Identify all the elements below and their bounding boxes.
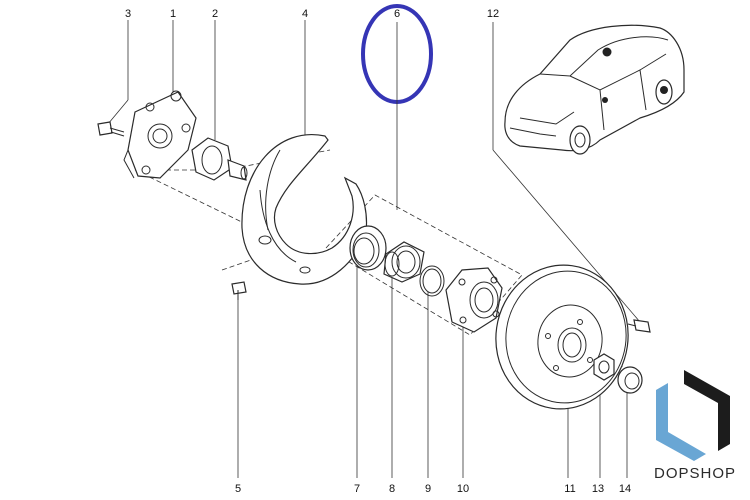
car-hub-marker-rear bbox=[660, 86, 668, 94]
part-axle-stub bbox=[191, 137, 248, 181]
brand-name: DOPSHOP bbox=[654, 465, 736, 482]
callout-1: 1 bbox=[170, 8, 176, 20]
callout-10: 10 bbox=[457, 483, 469, 495]
part-brake-disc bbox=[495, 264, 629, 410]
callout-3: 3 bbox=[125, 8, 131, 20]
callout-7: 7 bbox=[354, 483, 360, 495]
part-brake-shield bbox=[241, 134, 368, 285]
callout-2: 2 bbox=[212, 8, 218, 20]
callout-4: 4 bbox=[302, 8, 308, 20]
car-illustration bbox=[504, 24, 685, 155]
part-bolt-5 bbox=[231, 281, 247, 300]
car-hub-marker-front bbox=[602, 47, 612, 57]
part-seal-ring bbox=[349, 225, 387, 271]
part-hub bbox=[445, 267, 503, 333]
callout-9: 9 bbox=[425, 483, 431, 495]
logo-dark-bracket bbox=[684, 370, 730, 451]
part-dust-cap bbox=[617, 366, 643, 394]
part-hub-nut bbox=[593, 353, 615, 381]
part-retaining-ring bbox=[419, 265, 445, 297]
part-knuckle-flange bbox=[123, 90, 197, 179]
logo-light-bracket bbox=[656, 383, 706, 461]
part-wheel-bearing bbox=[383, 241, 425, 283]
part-bolt-3 bbox=[97, 121, 125, 137]
callout-12: 12 bbox=[487, 8, 499, 20]
callout-13: 13 bbox=[592, 483, 604, 495]
car-mirror-marker bbox=[602, 97, 608, 103]
callout-labels: 3 1 2 4 6 12 5 7 8 9 10 11 13 14 bbox=[125, 8, 631, 495]
callout-5: 5 bbox=[235, 483, 241, 495]
callout-14: 14 bbox=[619, 483, 631, 495]
callout-8: 8 bbox=[389, 483, 395, 495]
callout-6: 6 bbox=[394, 8, 400, 20]
callout-11: 11 bbox=[564, 483, 575, 495]
part-disc-screw bbox=[627, 319, 651, 333]
dopshop-logo: DOPSHOP bbox=[654, 370, 736, 482]
